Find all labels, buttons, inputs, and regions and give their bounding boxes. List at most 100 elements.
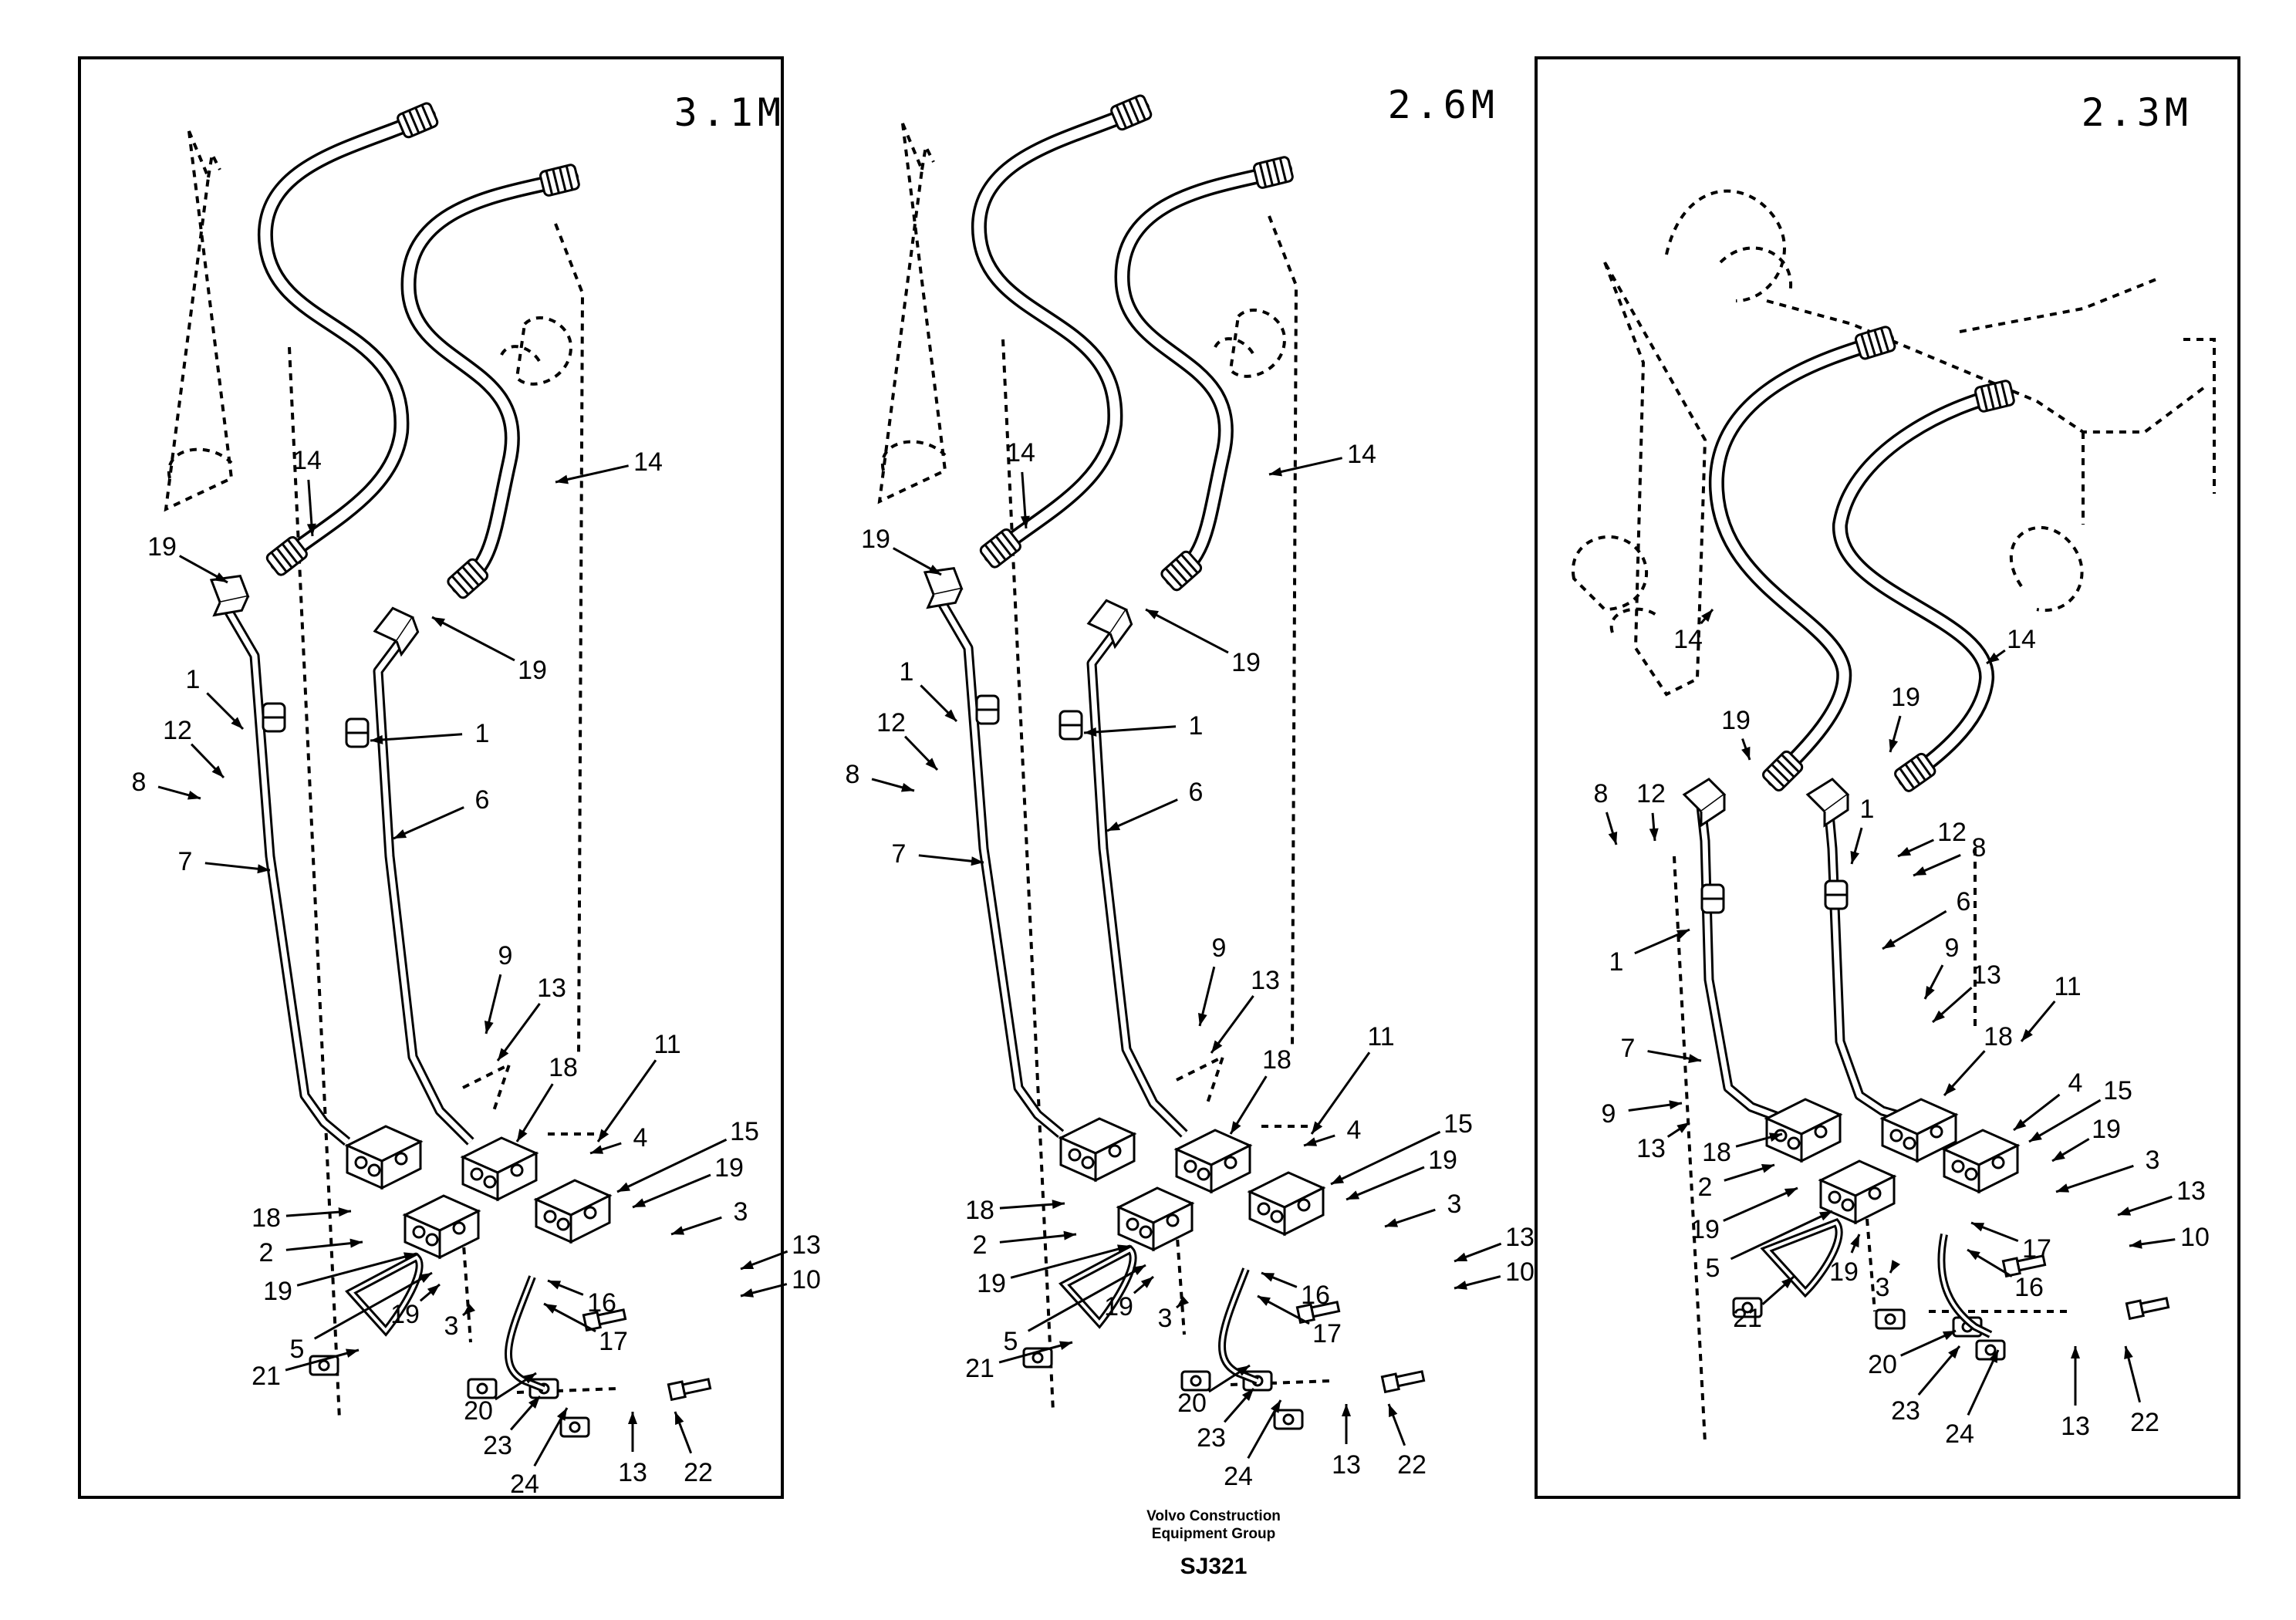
flange-block [1879,1098,1959,1163]
callout-label: 7 [1621,1034,1636,1063]
callout-arrowhead [1269,467,1282,477]
callout-label: 13 [1505,1223,1535,1252]
callout-label: 11 [1367,1022,1394,1051]
callout-arrowhead [548,1281,562,1290]
callout-label: 2 [259,1238,274,1267]
callout-label: 2 [973,1230,988,1260]
callout-arrowhead [1781,1277,1794,1289]
pipe-clamp [1824,879,1849,910]
footer-block: Volvo Construction Equipment Group SJ321 [1146,1508,1281,1579]
footer-company-line2: Equipment Group [1152,1526,1275,1542]
callout-arrowhead [484,1021,494,1034]
flange-block [1247,1171,1326,1237]
callout-arrowhead [741,1260,755,1269]
callout-label: 17 [599,1327,628,1356]
callout-arrowhead [1676,1122,1690,1133]
callout-label: 19 [1231,648,1261,677]
hose-end-fitting [1253,156,1294,189]
callout-label: 19 [1104,1292,1133,1321]
hose-part-14 [1832,386,2014,787]
callout-label: 13 [2061,1412,2090,1441]
hose-end-fitting [539,164,580,197]
flange-block [1173,1129,1253,1194]
flange-block [533,1179,613,1244]
callout-arrowhead [427,1284,440,1296]
callout-label: 17 [2022,1234,2051,1264]
callout-label: 22 [1397,1450,1427,1480]
hose-end-fitting [397,102,439,139]
callout-arrowhead [1389,1404,1398,1418]
callout-label: 18 [252,1203,281,1233]
hose-end-fitting [447,558,489,599]
callout-arrowhead [1948,1346,1960,1359]
flange-block [402,1194,481,1260]
callout-arrowhead [1177,1295,1190,1308]
callout-label: 19 [518,656,547,685]
callout-label: 21 [965,1354,994,1383]
elbow-fitting [923,567,964,609]
callout-arrowhead [633,1198,647,1207]
callout-label: 4 [633,1123,648,1153]
callout-arrowhead [1258,1296,1271,1306]
callout-arrowhead [1133,1265,1146,1276]
callout-label: 19 [390,1300,420,1329]
callout-arrowhead [1312,1121,1323,1134]
callout-label: 13 [1251,966,1280,995]
small-fitting [1180,1370,1211,1392]
callout-label: 20 [464,1396,493,1426]
callout-leader [313,1271,433,1340]
hose-end-fitting [1762,750,1804,791]
callout-arrowhead [1304,1137,1318,1146]
callout-label: 18 [549,1053,578,1082]
callout-label: 8 [1972,833,1987,862]
callout-label: 23 [483,1431,512,1460]
callout-label: 18 [965,1196,994,1225]
callout-label: 1 [1860,795,1875,824]
callout-arrowhead [1140,1277,1153,1288]
callout-label: 15 [1443,1109,1473,1139]
callout-label: 10 [1505,1257,1535,1287]
callout-arrowhead [944,709,957,721]
callout-arrowhead [1890,1260,1901,1273]
callout-label: 1 [1609,947,1624,977]
callout-label: 8 [1594,779,1609,808]
callout-label: 16 [587,1288,616,1318]
callout-label: 14 [1006,438,1035,467]
callout-arrowhead [2021,1028,2033,1041]
callout-arrowhead [1850,850,1860,864]
callout-arrowhead [1784,1188,1798,1197]
callout-label: 6 [1189,778,1204,807]
footer-drawing-code: SJ321 [1180,1554,1248,1579]
small-fitting [559,1416,590,1438]
callout-label: 24 [1224,1462,1253,1491]
elbow-fitting [209,575,250,617]
callout-arrowhead [1084,727,1097,737]
callout-label: 19 [714,1153,744,1183]
callout-label: 20 [1868,1350,1897,1379]
callout-arrowhead [393,829,407,839]
callout-label: 18 [1984,1022,2013,1051]
callout-label: 13 [1332,1450,1361,1480]
callout-arrowhead [741,1288,754,1298]
callout-arrowhead [231,717,243,729]
callout-label: 9 [1212,933,1227,963]
pipe-clamp [975,694,1000,725]
callout-arrowhead [925,758,937,770]
callout-label: 1 [475,719,490,748]
callout-arrowhead [617,1182,631,1192]
callout-label: 19 [1721,706,1751,735]
callout-arrowhead [1346,1190,1360,1200]
callout-arrowhead [349,1238,363,1248]
callout-label: 17 [1312,1319,1342,1348]
callout-arrowhead [1146,609,1159,619]
callout-label: 19 [1690,1215,1720,1244]
callout-label: 19 [1891,683,1920,712]
callout-label: 4 [2068,1068,2083,1098]
hose-end-fitting [1854,326,1896,360]
callout-label: 7 [892,839,907,869]
callout-label: 14 [1673,625,1703,654]
callout-label: 3 [1158,1304,1173,1333]
machine-outline-dashed [1571,189,2216,1443]
